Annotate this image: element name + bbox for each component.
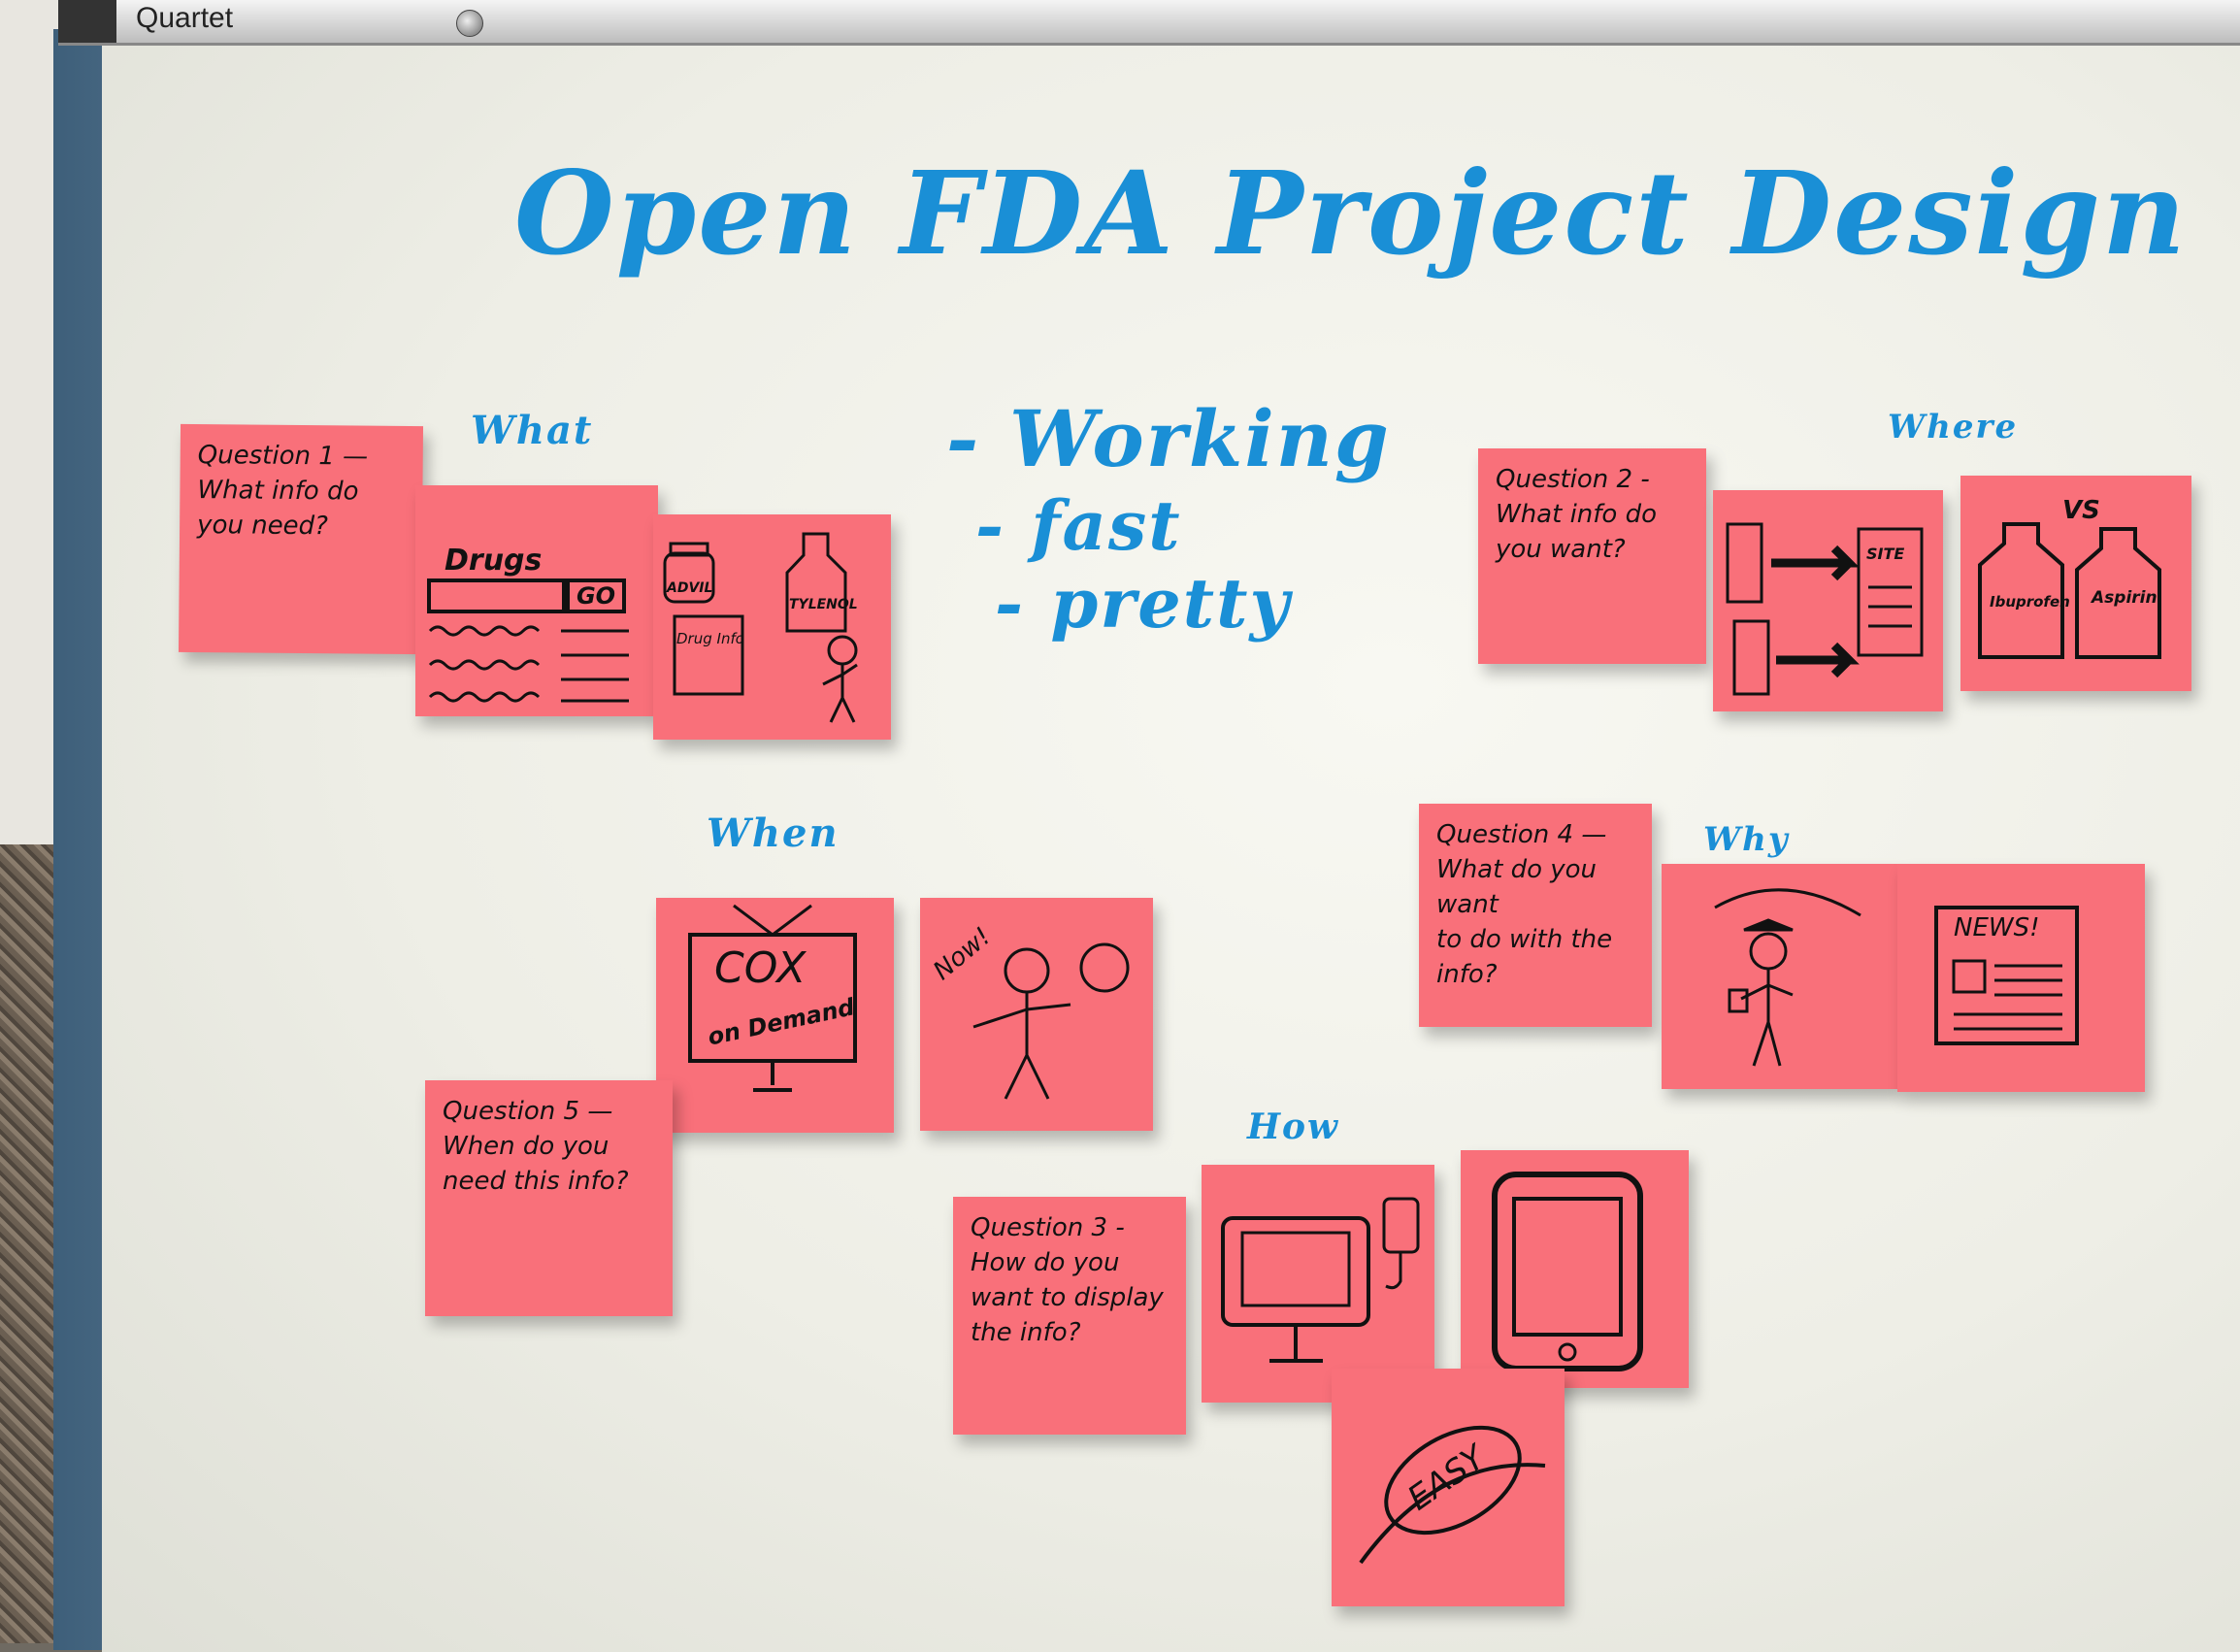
sketch-computer-phone [1221,1197,1420,1363]
sticky-question-1: Question 1 — What info do you need? [178,423,424,655]
sketch-easy-button [1359,1425,1546,1565]
sketch-squiggles [428,625,629,703]
sketch-vs-label: VS [2062,496,2100,525]
label-what: What [471,408,594,453]
sketch-arrows [1726,522,1924,696]
sketch-graduate [1714,888,1861,1067]
sticky-versus-sketch: VS Ibuprofen Aspirin [1960,476,2191,691]
wall [0,0,58,844]
sticky-tv-sketch: COX on Demand [656,898,894,1133]
sketch-aspirin-label: Aspirin [2092,588,2158,608]
sticky-question-5: Question 5 — When do you need this info? [425,1080,673,1316]
sketch-ibuprofen-label: Ibuprofen [1990,593,2070,611]
sketch-site-label: SITE [1866,545,1905,563]
sticky-site-sketch: SITE [1713,490,1943,711]
sketch-bottles [663,532,858,723]
sticky-search-sketch: Drugs GO [415,485,658,716]
sketch-stick-figure-now [972,942,1130,1100]
sketch-tv [688,904,857,1092]
sketch-go-button: GO [566,578,626,613]
sticky-graduate-sketch [1662,864,1897,1089]
sketch-cox-label: COX [714,943,807,993]
sketch-news-label: NEWS! [1954,913,2040,942]
label-when: When [707,810,840,856]
sketch-versus-bottles [1978,522,2161,659]
sticky-drug-info-sketch: ADVIL TYLENOL Drug Info [653,514,891,740]
sketch-drug-info-label: Drug Info [676,630,744,647]
label-where: Where [1888,408,2019,446]
sketch-tablet [1492,1172,1643,1371]
sticky-news-sketch: NEWS! [1897,864,2145,1092]
sketch-advil-label: ADVIL [667,580,713,596]
sticky-question-4: Question 4 — What do you want to do with… [1419,804,1652,1027]
whiteboard-top-rail [58,0,2240,46]
sticky-now-sketch: Now! [920,898,1153,1131]
sticky-question-3: Question 3 - How do you want to display … [953,1197,1186,1435]
brand-label: Quartet [136,2,234,34]
stone-wall [0,844,58,1643]
rail-corner [58,0,116,43]
goal-pretty: - pretty [995,563,1292,644]
sticky-computer-sketch [1202,1165,1434,1403]
goal-working: - Working [946,393,1391,484]
sketch-newspaper [1934,906,2079,1045]
sticky-easy-button-sketch: EASY [1332,1369,1565,1606]
rail-knob [456,10,483,37]
sketch-drugs-label: Drugs [445,544,543,578]
sketch-search-box [427,578,566,613]
sketch-tylenol-label: TYLENOL [789,597,858,612]
label-how: How [1247,1107,1340,1147]
label-why: Why [1703,820,1790,859]
sticky-tablet-sketch [1461,1150,1689,1388]
goal-fast: - fast [975,485,1182,566]
board-title: Open FDA Project Design [514,146,2188,281]
sticky-question-2: Question 2 - What info do you want? [1478,448,1706,664]
